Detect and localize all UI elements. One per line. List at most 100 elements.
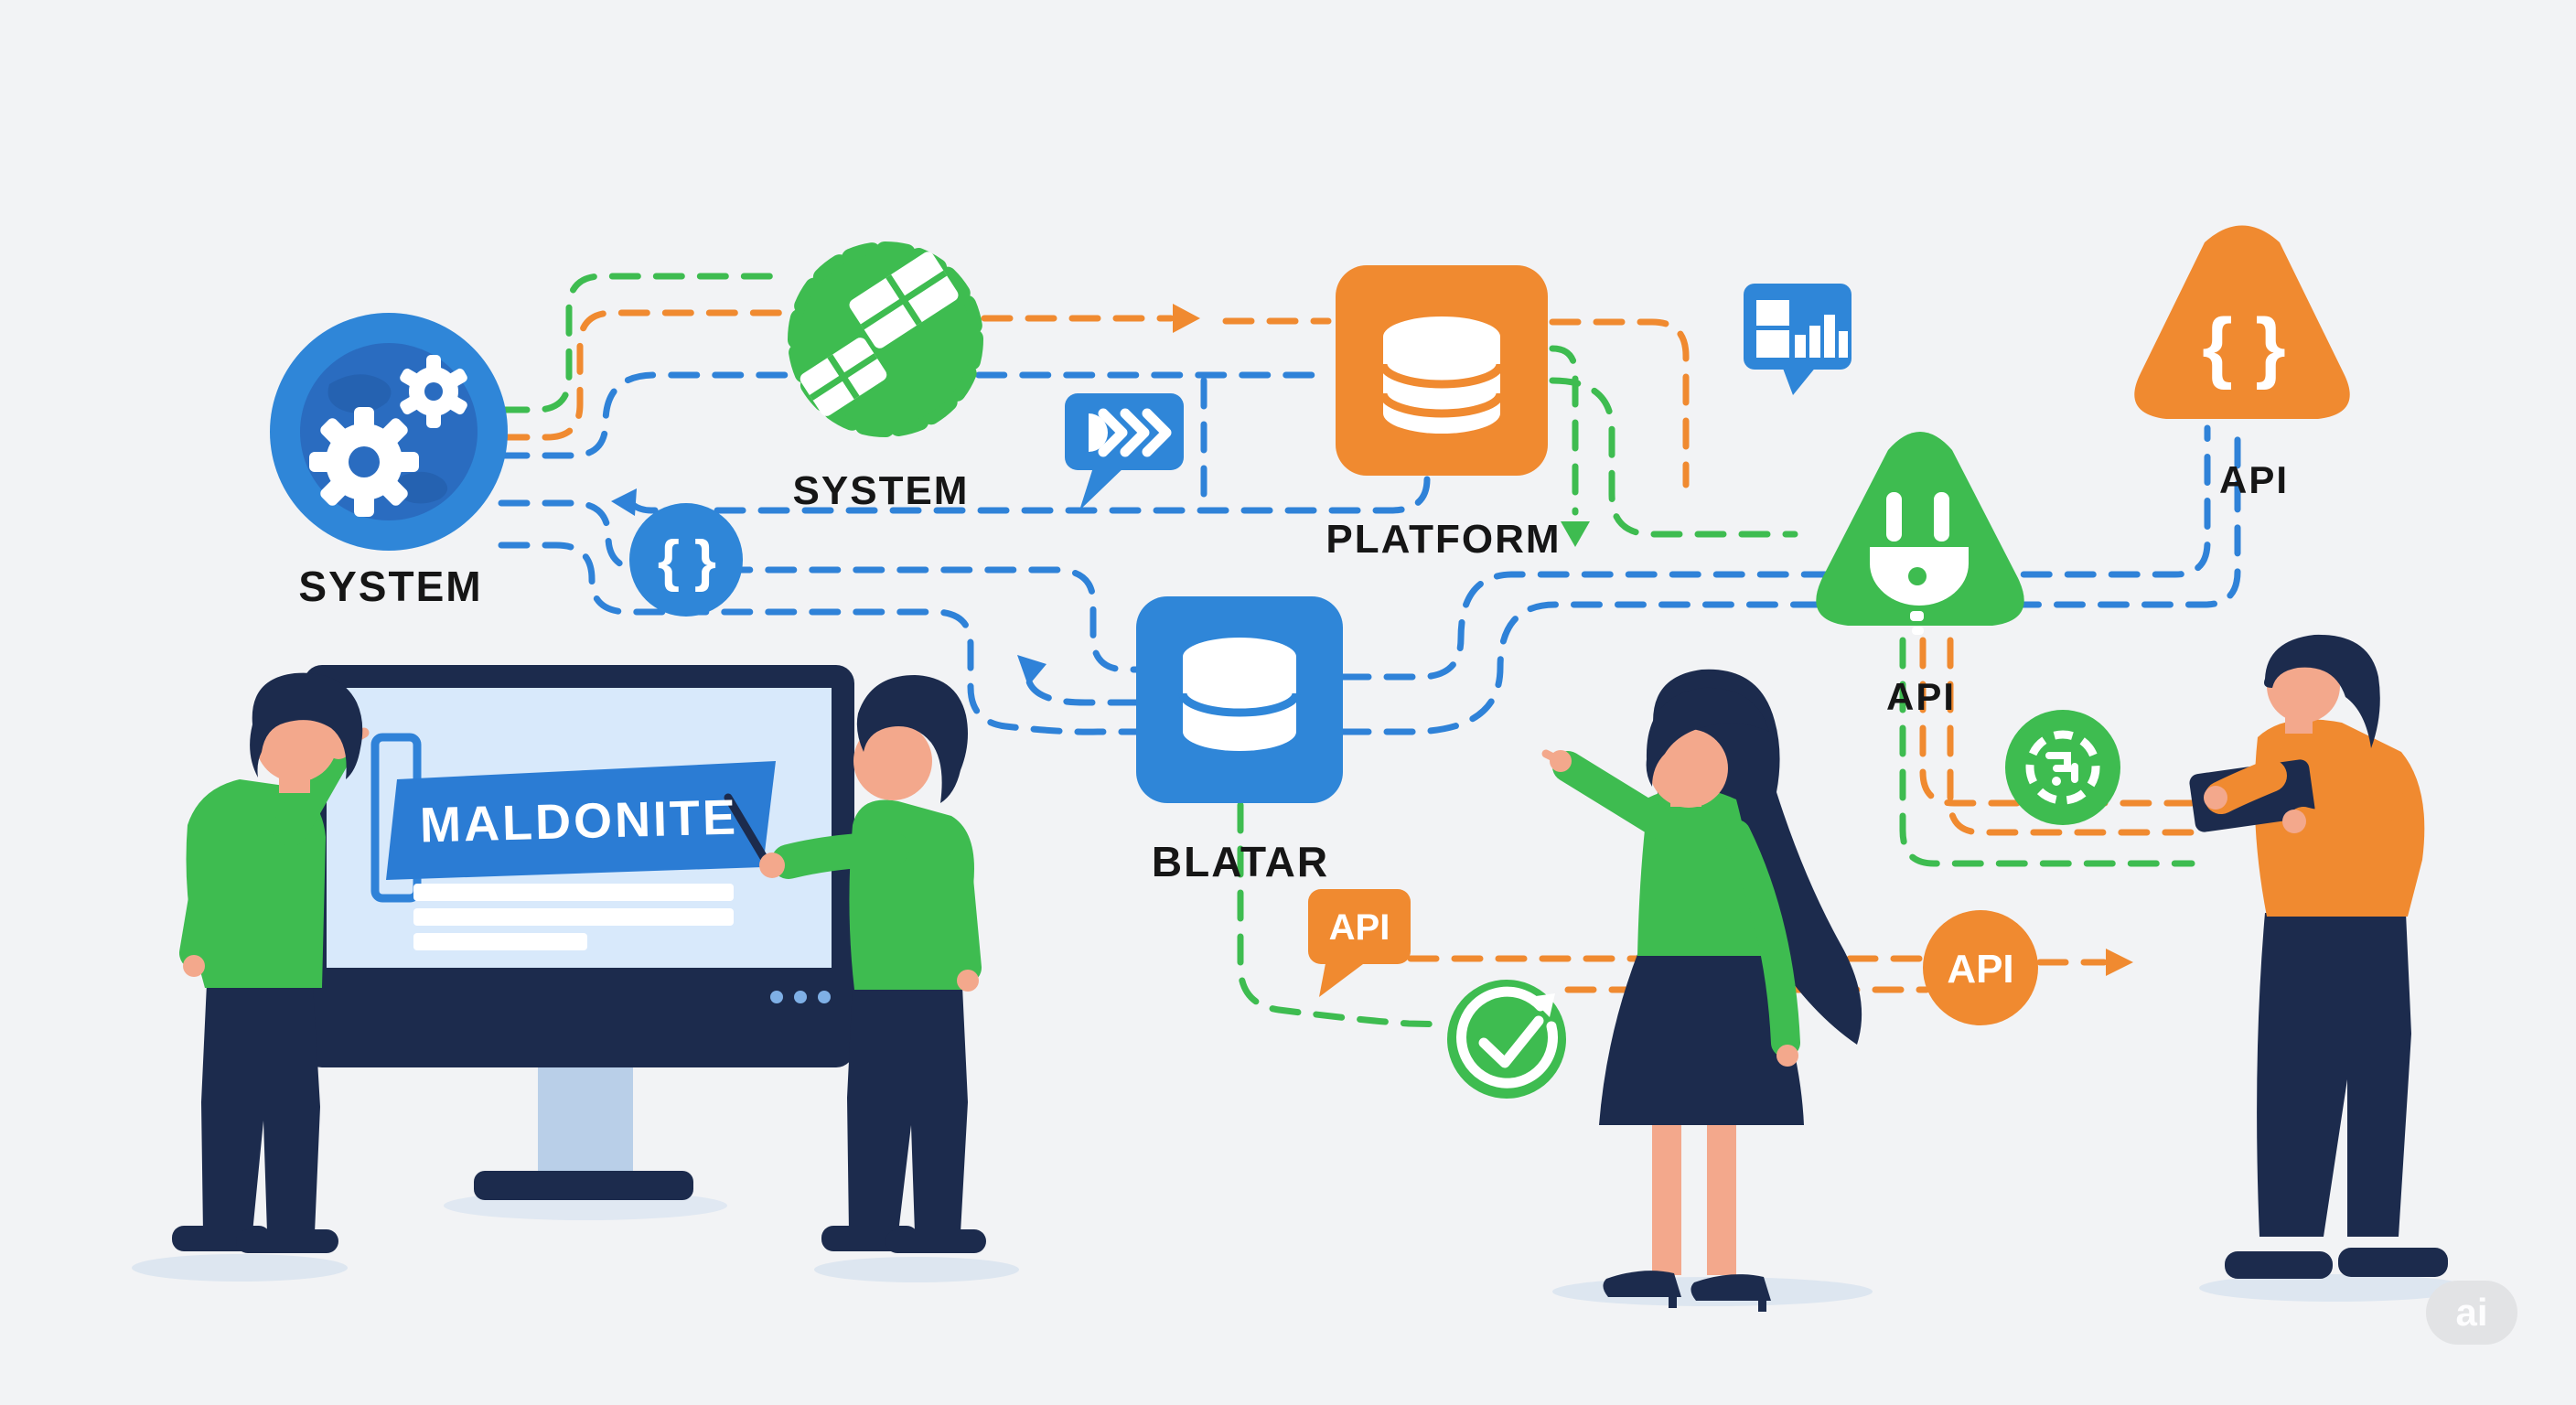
blue-arrowhead-left: [611, 488, 637, 516]
shoe-heel: [1669, 1288, 1677, 1308]
pants: [847, 986, 968, 1233]
shoe: [2225, 1251, 2333, 1279]
label-api-top: API: [2218, 458, 2290, 501]
person-man-presenter: [724, 675, 1019, 1282]
blue-line-blatar-to-orange-triangle-1: [1339, 424, 2211, 681]
shoe: [2338, 1248, 2448, 1277]
banner-ribbon: [386, 761, 776, 880]
api-circle-node: API: [1923, 910, 2038, 1025]
api-bubble-label: API: [1329, 907, 1390, 948]
chat-chart-tail: [1782, 366, 1817, 395]
fast-forward-icon: [1089, 408, 1172, 457]
leg: [1707, 1118, 1736, 1275]
label-api-mid: API: [1885, 675, 1957, 718]
arm-left: [179, 839, 229, 970]
person-woman: [1541, 669, 1873, 1312]
arm-right: [2287, 787, 2406, 843]
api-green-triangle-node: [1816, 432, 2024, 635]
orange-triangle: [2134, 225, 2350, 419]
green-line-plug-to-tablet: [1899, 637, 2195, 867]
circuit-icon: [2025, 730, 2100, 805]
system-globe-node: [270, 313, 508, 551]
gear-large-icon: [309, 407, 419, 517]
green-line-blatar-to-clock: [1237, 801, 1451, 1028]
hair: [250, 672, 363, 779]
monitor: [304, 665, 854, 1220]
skirt: [1599, 949, 1804, 1125]
shadow: [132, 1254, 348, 1282]
hand: [183, 955, 205, 977]
pointing-finger: [1541, 749, 1565, 766]
hair: [2264, 634, 2380, 748]
green-line-circle-to-badge: [498, 273, 790, 413]
badge-scallop-ring: [788, 241, 983, 437]
orange-line-plug-to-tablet-1: [1919, 637, 2195, 807]
blue-line-blatar-hook: [1025, 675, 1140, 706]
shoe-pump: [1690, 1274, 1771, 1301]
leg: [1652, 1118, 1681, 1275]
pants: [201, 983, 320, 1233]
hand: [2282, 810, 2306, 833]
code-brace-circle-node: { }: [629, 503, 743, 617]
shoe: [236, 1229, 338, 1253]
blatar-node: [1136, 596, 1343, 803]
hand: [957, 970, 979, 992]
shoe-heel: [1758, 1292, 1766, 1312]
refresh-check-icon: [1456, 986, 1558, 1089]
monitor-bezel-dots: [770, 991, 831, 1003]
label-system-globe: SYSTEM: [298, 563, 483, 610]
arm-right: [941, 853, 982, 983]
arm-pointing: [1552, 751, 1679, 841]
chat-arrows-tail: [1079, 465, 1127, 510]
label-system-badge: SYSTEM: [792, 468, 970, 513]
api-circle: [1923, 910, 2038, 1025]
brace-close-icon: }: [2255, 303, 2285, 391]
shadow: [814, 1257, 1019, 1282]
blue-line-blatar-to-orange-triangle-2: [1339, 424, 2241, 735]
green-triangle: [1816, 432, 2024, 626]
api-orange-triangle-node: { }: [2134, 225, 2350, 419]
monitor-base: [474, 1171, 693, 1200]
shadow: [2199, 1274, 2470, 1302]
green-line-platform-down-arrow: [1549, 345, 1579, 516]
api-bubble: [1308, 889, 1411, 964]
green-arrowhead-down: [1561, 521, 1590, 547]
brace-circle: [629, 503, 743, 617]
pointer-pen: [724, 793, 773, 870]
blue-line-circle-to-platform: [498, 371, 1332, 459]
blue-line-circle-to-blatar-bottom: [498, 542, 1140, 735]
hair-front: [1646, 687, 1769, 787]
hand: [2204, 786, 2227, 810]
blue-line-platform-to-brace-arrow: [629, 476, 1431, 514]
banner-title: MALDONITE: [419, 789, 739, 853]
blue-line-circle-to-blatar-top: [498, 499, 1140, 673]
system-badge-node: [788, 241, 983, 437]
shoe: [886, 1229, 986, 1253]
package-boxes-icon: [800, 252, 959, 416]
orange-line-circle-to-badge: [498, 309, 789, 441]
face: [1649, 729, 1728, 808]
api-bubble-tail: [1319, 959, 1370, 997]
api-speech-bubble-node: API: [1308, 889, 1411, 997]
screen-text-lines: [413, 884, 734, 950]
person-man-tablet: [2189, 634, 2470, 1302]
face: [853, 722, 932, 800]
pants: [2257, 913, 2411, 1237]
chat-chart-node: [1744, 284, 1852, 395]
brace-open-icon: {: [2202, 303, 2232, 391]
arm-holding-pen: [771, 831, 909, 879]
hair: [856, 675, 968, 803]
hand: [1776, 1045, 1798, 1067]
gear-small-icon: [400, 355, 467, 428]
orange-line-platform-down: [1549, 318, 1690, 488]
api-circle-label: API: [1947, 947, 2013, 992]
hand-holding-pen: [759, 853, 785, 878]
clock-refresh-node: [1447, 980, 1566, 1099]
green-line-platform-to-plug: [1549, 377, 1798, 538]
plug-icon: [1870, 492, 1969, 635]
globe-map-blob: [327, 374, 448, 504]
monitor-stand: [538, 1061, 633, 1180]
chat-arrows-node: [1065, 393, 1184, 510]
